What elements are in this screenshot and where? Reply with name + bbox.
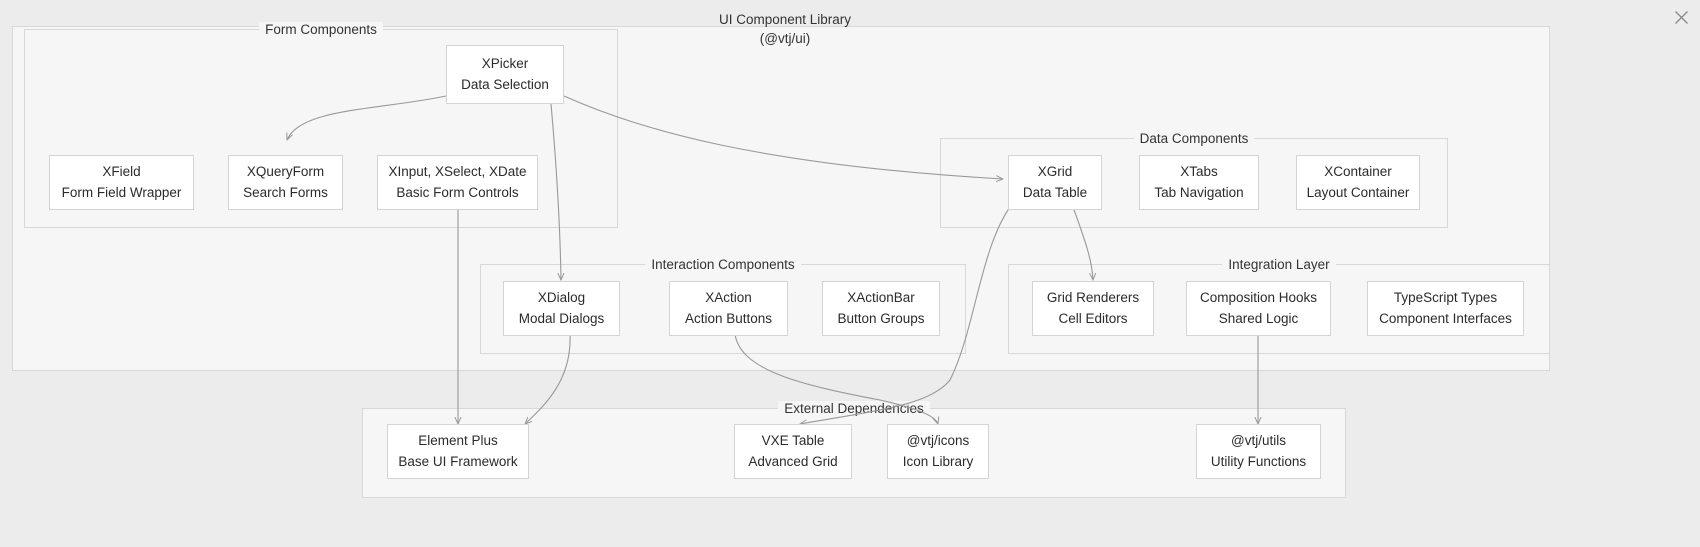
node-xcontainer[interactable]: XContainer Layout Container: [1296, 155, 1420, 210]
node-vtj-utils-subtitle: Utility Functions: [1210, 453, 1307, 469]
graph-title: UI Component Library (@vtj/ui): [620, 10, 950, 48]
node-xaction-title: XAction: [705, 289, 752, 305]
node-grid-renderers-title: Grid Renderers: [1046, 289, 1140, 305]
cluster-integration-layer-label: Integration Layer: [1009, 256, 1549, 274]
close-icon[interactable]: [1670, 6, 1692, 28]
node-xgrid-title: XGrid: [1037, 163, 1073, 179]
node-xaction[interactable]: XAction Action Buttons: [669, 281, 788, 336]
node-xpicker-title: XPicker: [481, 55, 529, 71]
node-composition-hooks-title: Composition Hooks: [1199, 289, 1318, 305]
node-xgrid[interactable]: XGrid Data Table: [1008, 155, 1102, 210]
node-composition-hooks-subtitle: Shared Logic: [1218, 310, 1299, 326]
node-element-plus[interactable]: Element Plus Base UI Framework: [387, 424, 529, 479]
node-basic-form-controls-subtitle: Basic Form Controls: [396, 184, 519, 200]
node-xfield-title: XField: [102, 163, 141, 179]
node-xtabs-subtitle: Tab Navigation: [1154, 184, 1244, 200]
node-xaction-subtitle: Action Buttons: [684, 310, 773, 326]
node-vtj-icons-title: @vtj/icons: [906, 432, 970, 448]
node-xtabs[interactable]: XTabs Tab Navigation: [1139, 155, 1259, 210]
node-xcontainer-subtitle: Layout Container: [1306, 184, 1410, 200]
node-vtj-icons[interactable]: @vtj/icons Icon Library: [887, 424, 989, 479]
node-xqueryform-title: XQueryForm: [246, 163, 325, 179]
node-basic-form-controls-title: XInput, XSelect, XDate: [388, 163, 527, 179]
node-element-plus-subtitle: Base UI Framework: [398, 453, 518, 469]
node-xgrid-subtitle: Data Table: [1022, 184, 1088, 200]
node-vxe-table-subtitle: Advanced Grid: [748, 453, 838, 469]
node-xfield[interactable]: XField Form Field Wrapper: [49, 155, 194, 210]
node-xactionbar-subtitle: Button Groups: [837, 310, 925, 326]
node-element-plus-title: Element Plus: [418, 432, 498, 448]
node-vtj-utils[interactable]: @vtj/utils Utility Functions: [1196, 424, 1321, 479]
node-basic-form-controls[interactable]: XInput, XSelect, XDate Basic Form Contro…: [377, 155, 538, 210]
cluster-form-components-label: Form Components: [25, 21, 617, 39]
node-xpicker[interactable]: XPicker Data Selection: [446, 45, 564, 104]
node-xdialog-subtitle: Modal Dialogs: [518, 310, 605, 326]
node-xactionbar-title: XActionBar: [847, 289, 915, 305]
node-vxe-table-title: VXE Table: [761, 432, 825, 448]
node-xdialog[interactable]: XDialog Modal Dialogs: [503, 281, 620, 336]
cluster-interaction-components-label: Interaction Components: [481, 256, 965, 274]
node-vxe-table[interactable]: VXE Table Advanced Grid: [734, 424, 852, 479]
cluster-data-components-label: Data Components: [941, 130, 1447, 148]
node-xpicker-subtitle: Data Selection: [461, 76, 549, 92]
node-xactionbar[interactable]: XActionBar Button Groups: [822, 281, 940, 336]
node-typescript-types[interactable]: TypeScript Types Component Interfaces: [1367, 281, 1524, 336]
node-vtj-icons-subtitle: Icon Library: [902, 453, 974, 469]
node-typescript-types-title: TypeScript Types: [1393, 289, 1498, 305]
graph-title-line2: (@vtj/ui): [759, 31, 811, 46]
node-grid-renderers-subtitle: Cell Editors: [1058, 310, 1128, 326]
node-xfield-subtitle: Form Field Wrapper: [61, 184, 182, 200]
node-vtj-utils-title: @vtj/utils: [1231, 432, 1286, 448]
cluster-external-dependencies-label: External Dependencies: [363, 400, 1345, 418]
node-grid-renderers[interactable]: Grid Renderers Cell Editors: [1032, 281, 1154, 336]
node-xdialog-title: XDialog: [537, 289, 586, 305]
node-xcontainer-title: XContainer: [1324, 163, 1392, 179]
node-composition-hooks[interactable]: Composition Hooks Shared Logic: [1186, 281, 1331, 336]
graph-title-line1: UI Component Library: [718, 12, 852, 27]
node-xqueryform[interactable]: XQueryForm Search Forms: [228, 155, 343, 210]
node-xqueryform-subtitle: Search Forms: [243, 184, 328, 200]
node-xtabs-title: XTabs: [1180, 163, 1218, 179]
node-typescript-types-subtitle: Component Interfaces: [1379, 310, 1512, 326]
